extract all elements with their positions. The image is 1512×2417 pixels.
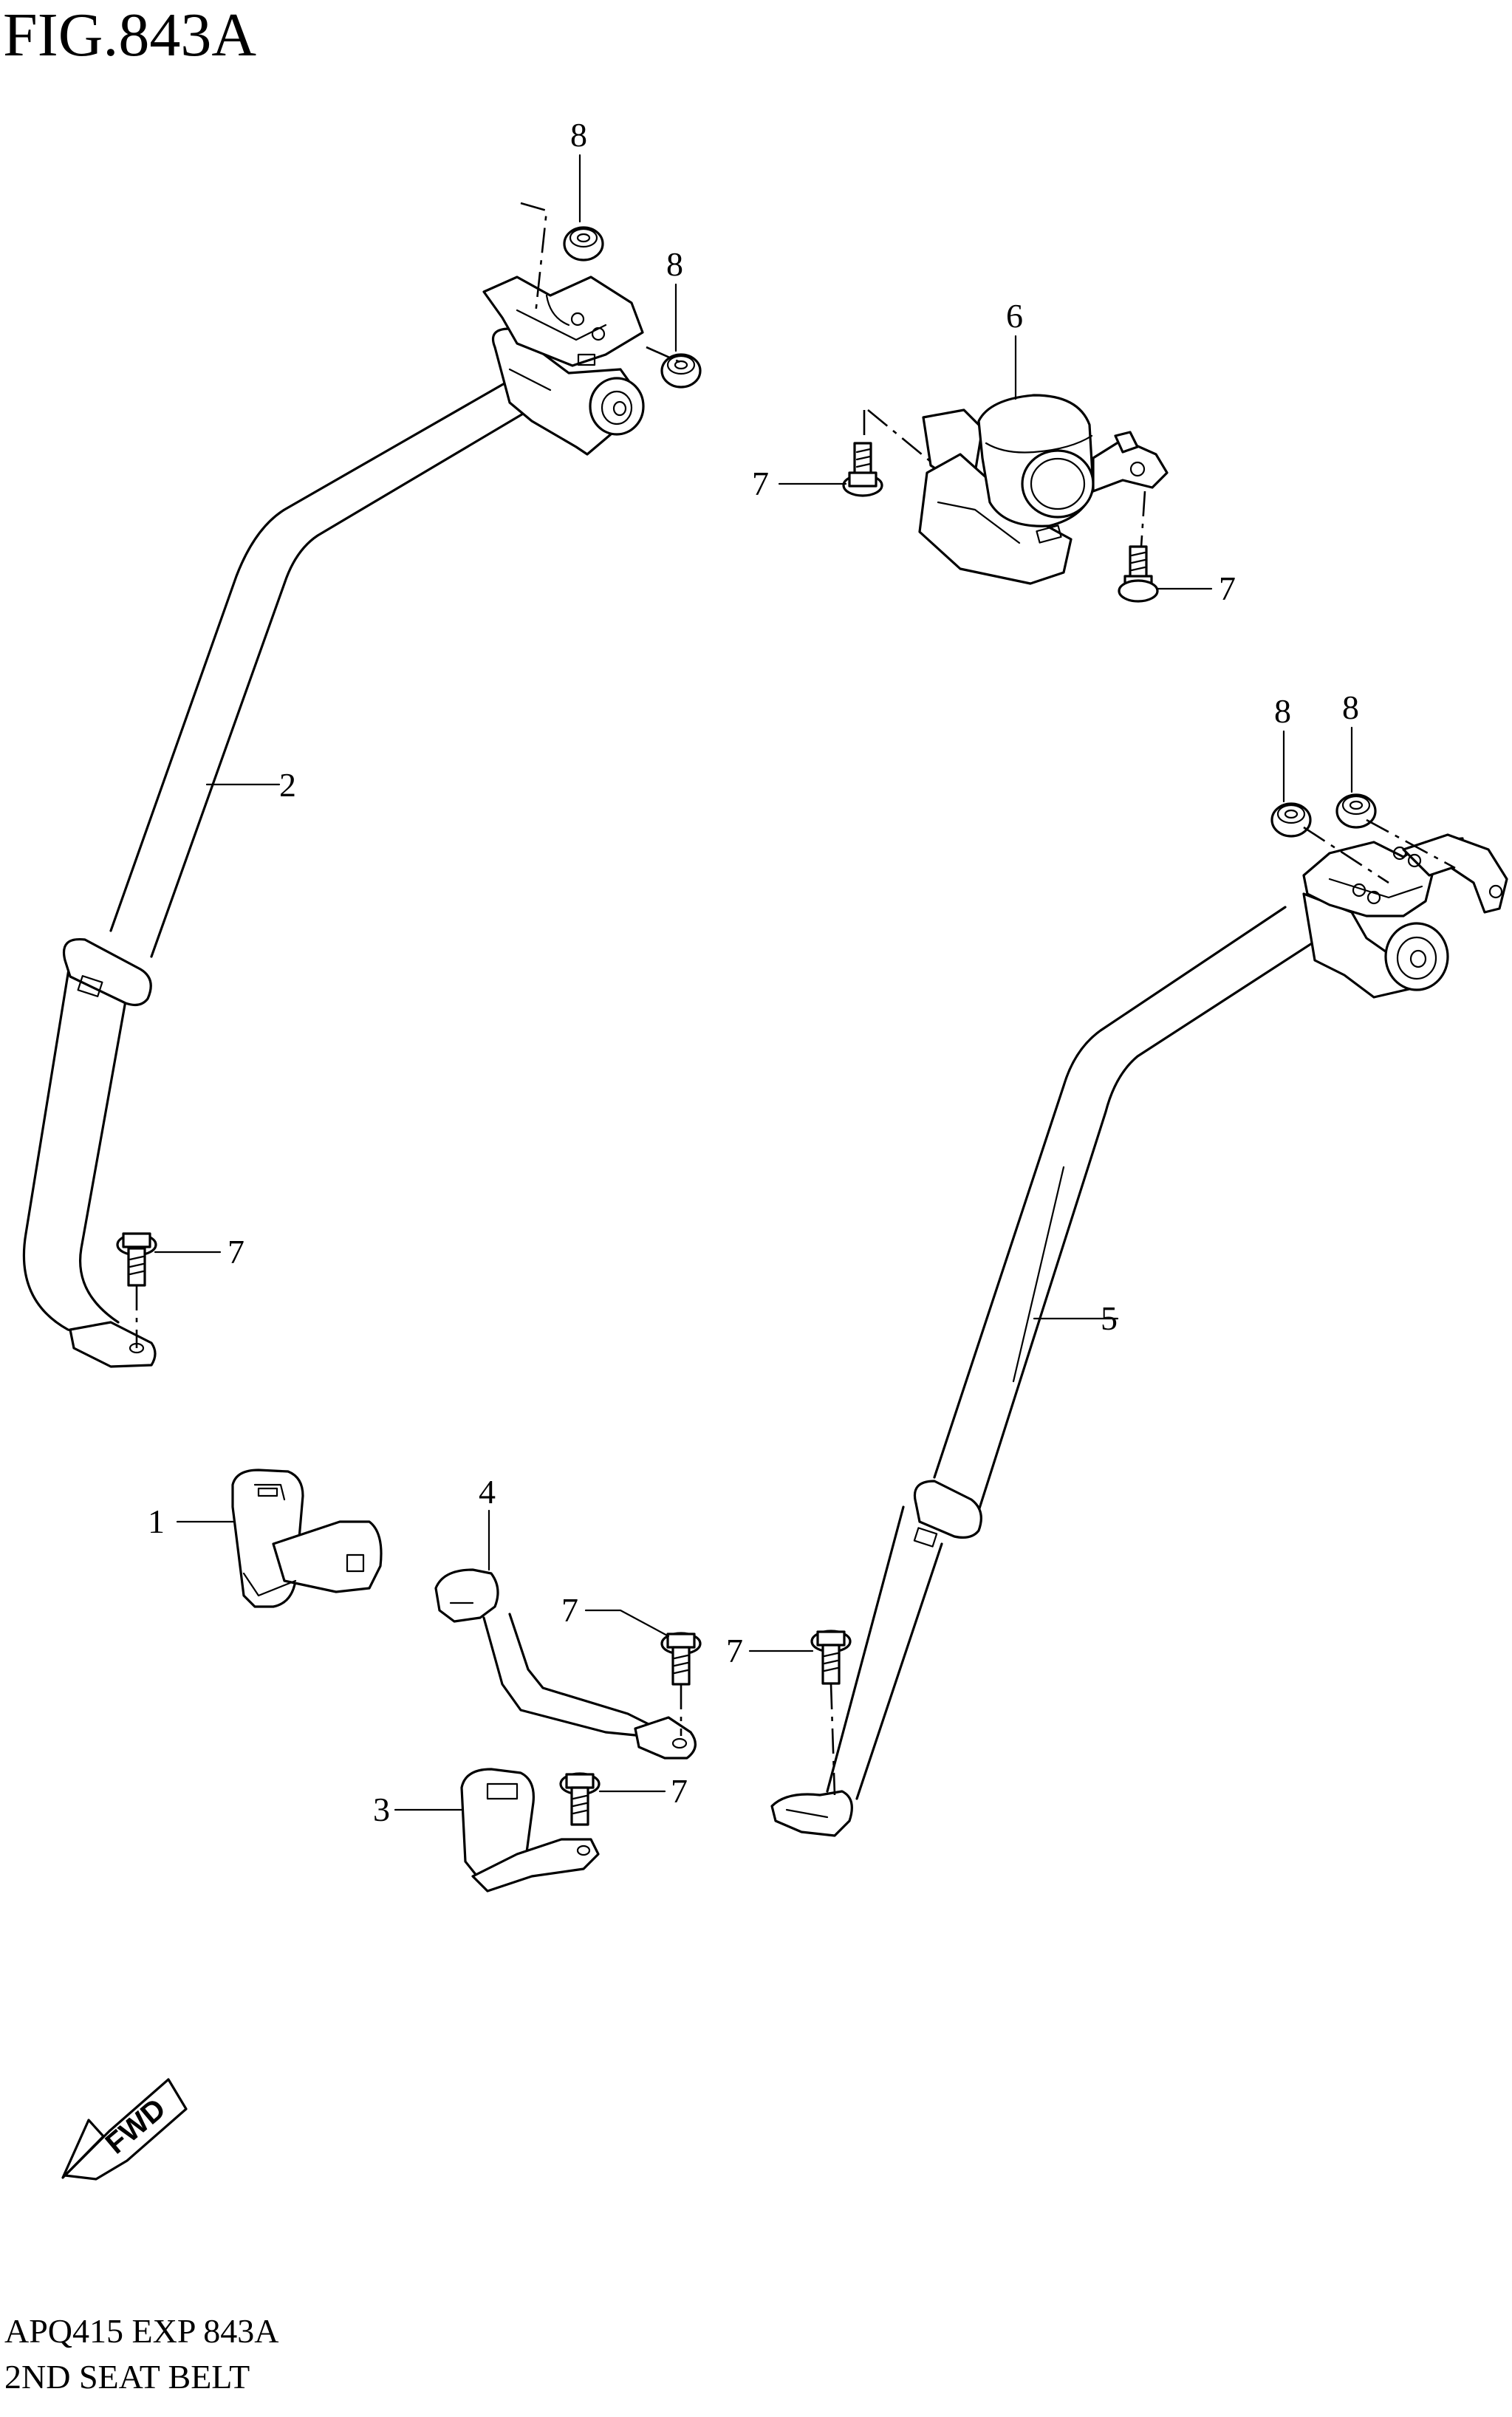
bolt-7a[interactable] <box>842 442 883 497</box>
flange-nut-8b[interactable] <box>660 353 702 389</box>
leader-lines <box>154 154 1353 1811</box>
retractor-upper-right[interactable] <box>1302 833 1508 999</box>
callout-4: 4 <box>479 1473 496 1511</box>
callout-8: 8 <box>570 116 587 154</box>
callout-8: 8 <box>1342 688 1359 726</box>
bolt-7b[interactable] <box>1118 545 1159 603</box>
callout-8: 8 <box>666 245 683 283</box>
callout-3: 3 <box>373 1791 390 1828</box>
figure-code: APQ415 EXP 843A <box>4 2312 279 2350</box>
callout-7: 7 <box>561 1591 578 1629</box>
bolt-7c[interactable] <box>116 1232 157 1287</box>
flange-nut-8c[interactable] <box>1270 802 1312 838</box>
callout-7: 7 <box>1219 570 1236 607</box>
callout-8: 8 <box>1274 692 1291 730</box>
callout-7: 7 <box>752 465 769 502</box>
callout-6: 6 <box>1006 297 1023 335</box>
retractor-assembly[interactable] <box>918 394 1169 585</box>
flange-nut-8d[interactable] <box>1335 793 1377 829</box>
callout-2: 2 <box>279 766 296 804</box>
bolt-7d[interactable] <box>660 1632 702 1686</box>
fwd-arrow-icon: FWD <box>61 2078 188 2181</box>
seat-belt-assembly-left[interactable] <box>22 379 550 1368</box>
callout-7: 7 <box>671 1772 688 1810</box>
flange-nut-8a[interactable] <box>563 226 604 261</box>
bolt-7e[interactable] <box>810 1630 852 1685</box>
buckle-strap-4[interactable] <box>434 1568 697 1760</box>
callout-7: 7 <box>228 1233 244 1271</box>
figure-title: FIG.843A <box>3 1 257 69</box>
bolt-7f[interactable] <box>559 1772 601 1826</box>
figure-name: 2ND SEAT BELT <box>4 2358 250 2396</box>
assembly-lines <box>135 202 1456 1796</box>
buckle-3[interactable] <box>460 1768 600 1893</box>
seat-belt-assembly-right[interactable] <box>770 906 1324 1837</box>
retractor-upper-left[interactable] <box>482 276 645 456</box>
buckle-1[interactable] <box>231 1469 383 1608</box>
callout-5: 5 <box>1101 1299 1118 1337</box>
callout-1: 1 <box>148 1502 165 1540</box>
callout-7: 7 <box>726 1632 743 1669</box>
